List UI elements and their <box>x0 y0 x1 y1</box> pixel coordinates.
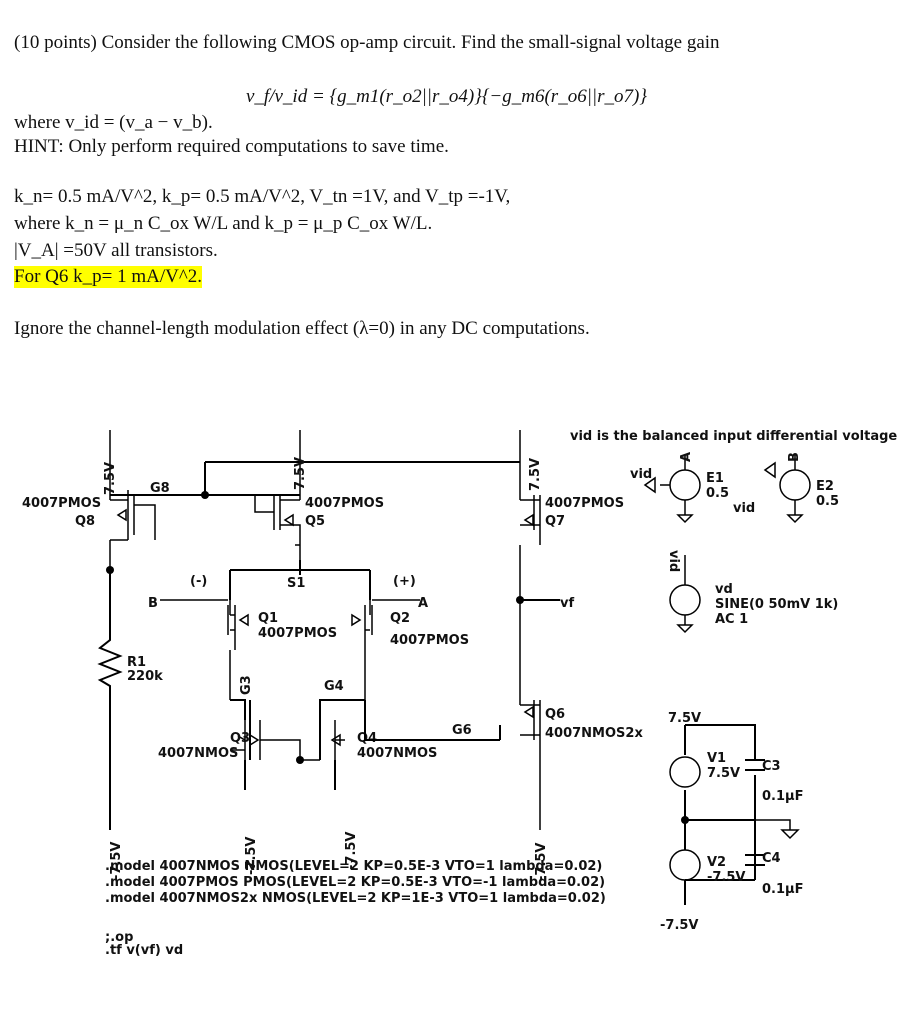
q3-transistor <box>230 720 301 760</box>
early-voltage: |V_A| =50V all transistors. <box>14 240 218 261</box>
vid-definition: where v_id = (v_a − v_b). <box>14 112 213 133</box>
rail-label-q5: 7.5V <box>293 457 308 490</box>
node-a-tag: A <box>679 452 694 462</box>
v1-rail-label: 7.5V <box>668 711 701 726</box>
q1-transistor <box>160 599 249 700</box>
q1-label: Q1 <box>258 611 278 626</box>
e1-label: E1 <box>706 471 724 486</box>
q6-transistor <box>519 600 541 830</box>
r1-resistor <box>97 570 123 830</box>
spice-tf: .tf v(vf) vd <box>105 943 183 958</box>
q4-model-label: 4007NMOS <box>357 746 437 761</box>
vd-sine: SINE(0 50mV 1k) <box>715 597 838 612</box>
q8-model-label: 4007PMOS <box>22 496 101 511</box>
node-b-tag: B <box>787 452 802 462</box>
q6-highlight-note: For Q6 k_p= 1 mA/V^2. <box>14 266 202 288</box>
rail-label-q4: -7.5V <box>344 832 359 871</box>
r1-label: R1 <box>127 655 146 670</box>
v1-label: V1 <box>707 751 726 766</box>
ignore-note: Ignore the channel-length modulation eff… <box>14 318 590 339</box>
e2-label: E2 <box>816 479 834 494</box>
c4-value: 0.1μF <box>762 882 803 897</box>
spice-model-nmos: .model 4007NMOS NMOS(LEVEL=2 KP=0.5E-3 V… <box>105 859 602 874</box>
q5-label: Q5 <box>305 514 325 529</box>
rail-label-q7: 7.5V <box>528 458 543 491</box>
e1-source <box>643 455 701 524</box>
q8-label: Q8 <box>75 514 95 529</box>
vid-note: vid is the balanced input differential v… <box>570 429 897 444</box>
v1-source <box>669 756 701 788</box>
q8-transistor <box>109 430 205 570</box>
node-a-label: A <box>418 596 428 611</box>
e2-gain: 0.5 <box>816 494 839 509</box>
vf-label: vf <box>560 596 574 611</box>
e1-vid-label: vid <box>630 467 652 482</box>
q5-model-label: 4007PMOS <box>305 496 384 511</box>
s1-label: S1 <box>287 576 305 591</box>
rail-label-q8: 7.5V <box>103 462 118 495</box>
q5-transistor <box>254 430 301 570</box>
schematic: 7.5V 4007PMOS Q8 G8 7.5V 4007PMOS Q5 S1 … <box>22 429 897 958</box>
c3-value: 0.1μF <box>762 789 803 804</box>
v2-rail-label: -7.5V <box>660 918 699 933</box>
vd-source <box>669 555 701 634</box>
v2-label: V2 <box>707 855 726 870</box>
q1-model-label: 4007PMOS <box>258 626 337 641</box>
q2-transistor <box>351 599 420 700</box>
plus-label: (+) <box>393 574 416 589</box>
c3-label: C3 <box>762 759 781 774</box>
parameters-line: k_n= 0.5 mA/V^2, k_p= 0.5 mA/V^2, V_tn =… <box>14 186 511 207</box>
q7-model-label: 4007PMOS <box>545 496 624 511</box>
v2-value: -7.5V <box>707 870 746 885</box>
gain-equation: v_f/v_id = {g_m1(r_o2||r_o4)}{−g_m6(r_o6… <box>246 86 647 107</box>
q4-transistor <box>300 720 345 761</box>
q7-transistor <box>519 430 541 600</box>
q6-label: Q6 <box>545 707 565 722</box>
minus-label: (-) <box>190 574 207 589</box>
q2-label: Q2 <box>390 611 410 626</box>
vd-label: vd <box>715 582 733 597</box>
rail-label-q6: -7.5V <box>534 843 549 882</box>
q7-label: Q7 <box>545 514 565 529</box>
spice-op: ;.op <box>105 930 133 945</box>
q3-label: Q3 <box>230 731 250 746</box>
c4-label: C4 <box>762 851 781 866</box>
g8-label: G8 <box>150 481 170 496</box>
v2-source <box>669 849 701 881</box>
q2-model-label: 4007PMOS <box>390 633 469 648</box>
rail-label-q3: -7.5V <box>244 837 259 876</box>
spice-model-pmos: .model 4007PMOS PMOS(LEVEL=2 KP=0.5E-3 V… <box>105 875 605 890</box>
r1-value: 220k <box>127 669 163 684</box>
rail-label-r1: -7.5V <box>109 842 124 881</box>
q3-model-label: 4007NMOS <box>158 746 238 761</box>
problem-title: (10 points) Consider the following CMOS … <box>14 32 720 53</box>
g4-label: G4 <box>324 679 344 694</box>
spice-model-nmos2x: .model 4007NMOS2x NMOS(LEVEL=2 KP=1E-3 V… <box>105 891 606 906</box>
e2-vid-label: vid <box>733 501 755 516</box>
hint-text: HINT: Only perform required computations… <box>14 136 449 157</box>
vd-vid-label: vid <box>666 550 681 572</box>
q6-model-label: 4007NMOS2x <box>545 726 643 741</box>
k-definition: where k_n = μ_n C_ox W/L and k_p = μ_p C… <box>14 213 433 234</box>
q4-label: Q4 <box>357 731 377 746</box>
v1-value: 7.5V <box>707 766 740 781</box>
vd-ac: AC 1 <box>715 612 748 627</box>
e2-source <box>763 455 811 524</box>
g3-label: G3 <box>239 675 254 695</box>
node-b-label: B <box>148 596 158 611</box>
g6-label: G6 <box>452 723 472 738</box>
e1-gain: 0.5 <box>706 486 729 501</box>
